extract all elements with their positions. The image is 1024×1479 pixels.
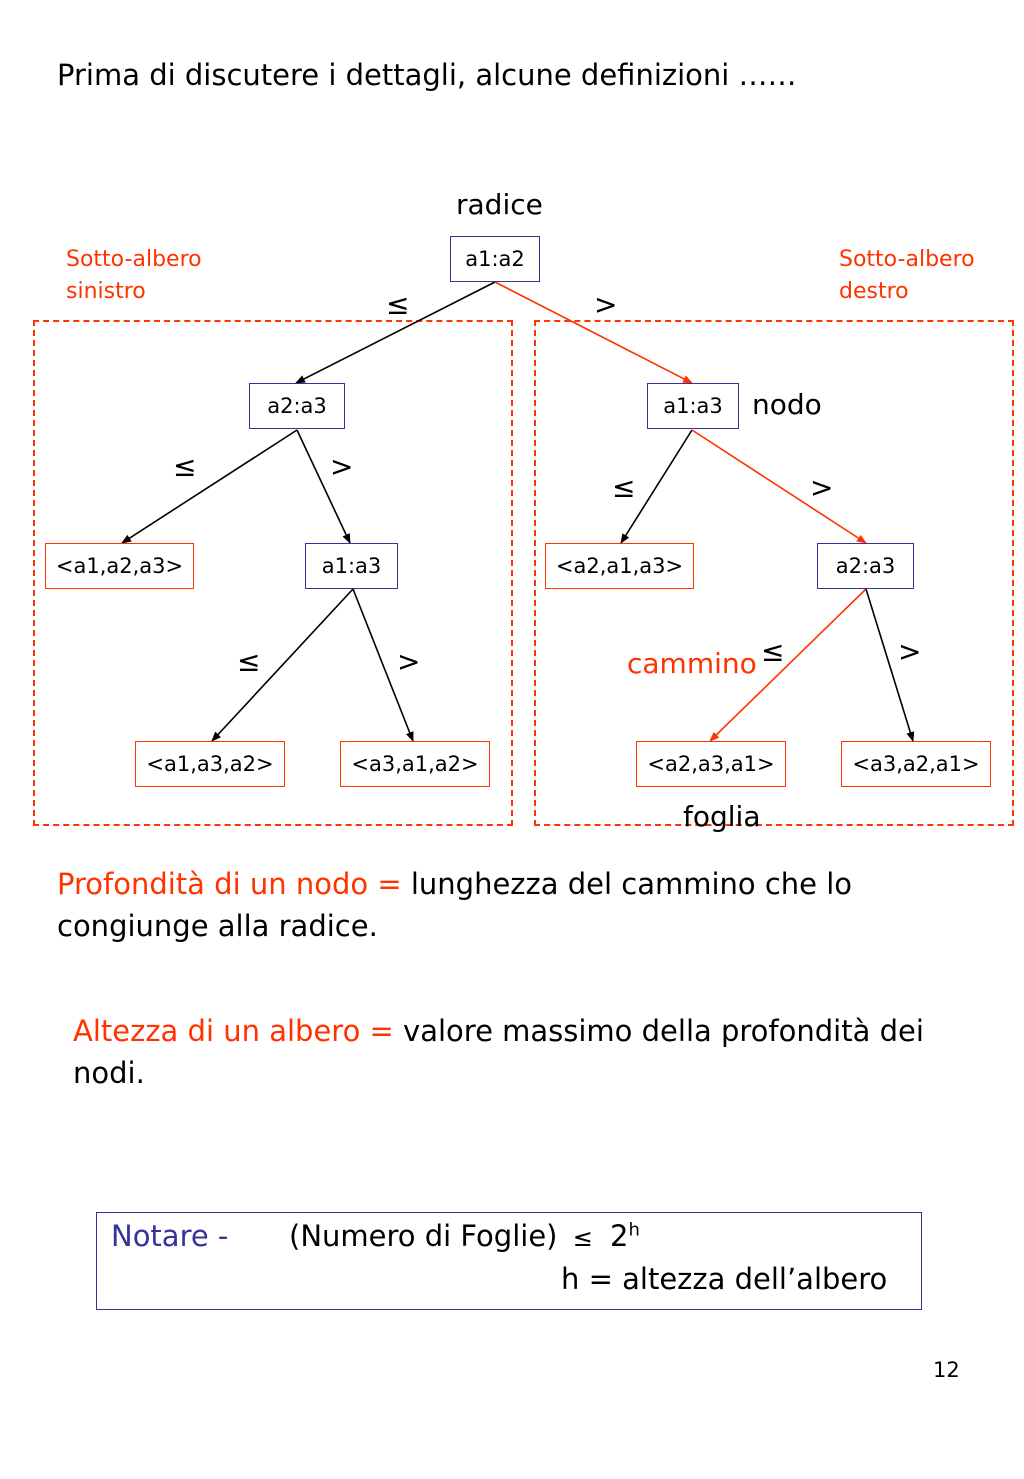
edge-r-leaf xyxy=(620,429,693,544)
note-formula-base: 2 xyxy=(610,1219,629,1253)
edge-label-le: ≤ xyxy=(761,635,785,668)
right-subtree-label: Sotto-albero destro xyxy=(839,247,975,304)
note-formula-prefix: (Numero di Foglie) xyxy=(289,1219,558,1253)
note-box: Notare - (Numero di Foglie) ≤ 2h h = alt… xyxy=(96,1212,922,1310)
tree-leaf: <a1,a2,a3> xyxy=(45,543,194,589)
note-label: Notare - xyxy=(111,1219,229,1253)
height-text: valore massimo della profondità dei nodi… xyxy=(73,1014,924,1090)
tree-leaf: <a3,a1,a2> xyxy=(340,741,490,787)
edge-lr-leaf1 xyxy=(211,588,354,742)
edge-l-lr xyxy=(296,429,351,544)
edge-label-gt: > xyxy=(397,645,421,678)
edge-label-gt: > xyxy=(330,450,354,483)
edge-label-gt: > xyxy=(810,471,834,504)
note-formula-exponent: h xyxy=(628,1219,640,1241)
edge-label-le: ≤ xyxy=(386,288,410,321)
tree-leaf: <a3,a2,a1> xyxy=(841,741,991,787)
edge-label-gt: > xyxy=(898,635,922,668)
tree-leaf: <a2,a3,a1> xyxy=(636,741,786,787)
edge-label-gt: > xyxy=(594,288,618,321)
left-subtree-region xyxy=(33,320,513,826)
tree-leaf: <a1,a3,a2> xyxy=(135,741,285,787)
page-title: Prima di discutere i dettagli, alcune de… xyxy=(57,58,797,92)
edge-root-left xyxy=(295,281,496,384)
root-annotation: radice xyxy=(456,188,543,221)
tree-node-root: a1:a2 xyxy=(450,236,540,282)
edge-root-right xyxy=(494,281,693,384)
tree-node: a2:a3 xyxy=(249,383,345,429)
left-subtree-label: Sotto-albero sinistro xyxy=(66,247,202,304)
path-annotation: cammino xyxy=(627,647,757,680)
height-term: Altezza di un albero = xyxy=(73,1014,404,1048)
tree-node: a2:a3 xyxy=(817,543,914,589)
edge-label-le: ≤ xyxy=(237,645,261,678)
edge-rr-leaf2 xyxy=(865,588,915,742)
depth-definition: Profondità di un nodo = lunghezza del ca… xyxy=(57,863,937,947)
tree-leaf: <a2,a1,a3> xyxy=(545,543,694,589)
edge-l-leaf xyxy=(121,429,298,544)
height-definition: Altezza di un albero = valore massimo de… xyxy=(73,1010,953,1094)
edge-label-le: ≤ xyxy=(173,450,197,483)
note-formula-definition: h = altezza dell’albero xyxy=(561,1262,888,1296)
depth-text: lunghezza del cammino che lo congiunge a… xyxy=(57,867,853,943)
edge-r-rr xyxy=(691,429,867,544)
leaf-annotation: foglia xyxy=(683,800,761,833)
depth-term: Profondità di un nodo = xyxy=(57,867,411,901)
tree-node: a1:a3 xyxy=(647,383,739,429)
note-formula-le: ≤ xyxy=(572,1224,593,1252)
edge-label-le: ≤ xyxy=(612,471,636,504)
node-annotation: nodo xyxy=(752,388,822,421)
right-subtree-region xyxy=(534,320,1014,826)
edge-lr-leaf2 xyxy=(352,588,414,742)
page-number: 12 xyxy=(933,1358,960,1382)
tree-node: a1:a3 xyxy=(305,543,398,589)
edge-rr-leaf1 xyxy=(709,588,867,742)
note-formula: (Numero di Foglie) ≤ 2h xyxy=(289,1219,640,1253)
